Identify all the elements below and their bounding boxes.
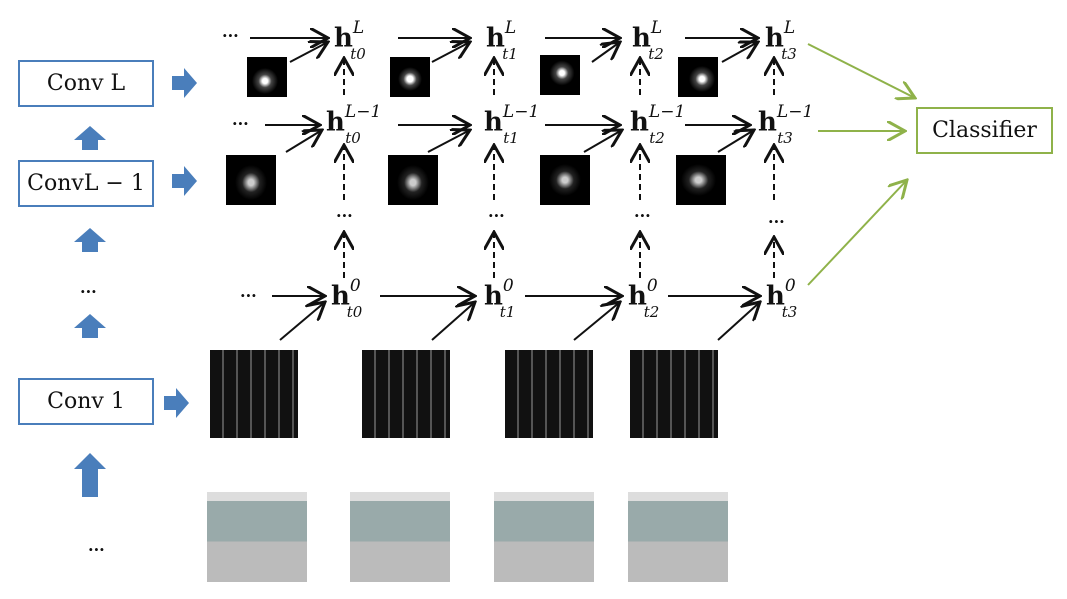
node-hL-t3: hLt3 [765, 18, 797, 63]
node-hL-t2: hLt2 [632, 18, 664, 63]
feature-map-lm1 [388, 155, 438, 205]
conv-l-box: Conv L [18, 60, 154, 107]
input-frame [628, 492, 728, 582]
node-hLm1-t1: hL−1t1 [484, 102, 540, 147]
node-hL-t0: hLt0 [334, 18, 366, 63]
ellipsis-lm1: ... [232, 110, 249, 129]
feature-map-l [540, 55, 580, 95]
feature-map-conv1 [630, 350, 718, 438]
ellipsis-mid: ... [634, 202, 651, 221]
ellipsis-l: ... [222, 22, 239, 41]
feature-map-lm1 [226, 155, 276, 205]
ellipsis-mid: ... [488, 202, 505, 221]
feature-map-l [390, 57, 430, 97]
layer-ellipsis: ... [80, 278, 97, 297]
node-hLm1-t0: hL−1t0 [326, 102, 382, 147]
feature-map-conv1 [505, 350, 593, 438]
feature-map-lm1 [676, 155, 726, 205]
input-frame [494, 492, 594, 582]
feature-map-l [678, 57, 718, 97]
input-frame [207, 492, 307, 582]
node-h0-t1: h0t1 [484, 276, 516, 321]
node-hLm1-t3: hL−1t3 [758, 102, 814, 147]
node-h0-t0: h0t0 [331, 276, 363, 321]
node-h0-t3: h0t3 [766, 276, 798, 321]
node-hLm1-t2: hL−1t2 [630, 102, 686, 147]
layer-ellipsis-bottom: ... [88, 536, 105, 555]
input-frame [350, 492, 450, 582]
ellipsis-0: ... [240, 282, 257, 301]
conv-1-box: Conv 1 [18, 378, 154, 425]
node-hL-t1: hLt1 [486, 18, 518, 63]
feature-map-conv1 [362, 350, 450, 438]
conv-l-minus-1-box: ConvL − 1 [18, 160, 154, 207]
feature-map-l [247, 57, 287, 97]
feature-map-conv1 [210, 350, 298, 438]
ellipsis-mid: ... [336, 202, 353, 221]
node-h0-t2: h0t2 [628, 276, 660, 321]
feature-map-lm1 [540, 155, 590, 205]
ellipsis-mid: ... [768, 208, 785, 227]
classifier-box: Classifier [916, 107, 1053, 154]
